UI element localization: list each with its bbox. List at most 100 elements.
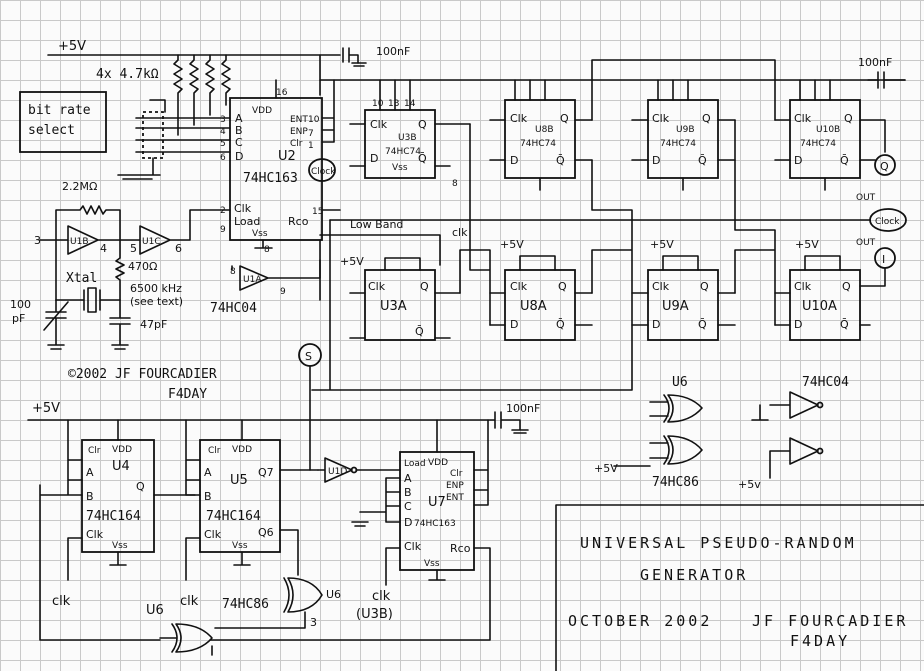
pin: 8 [230, 267, 236, 277]
clock-test-label: Clock [311, 167, 336, 177]
u7-b: B [404, 486, 412, 499]
cap-47pf-label: 47pF [140, 318, 167, 331]
u10a-d: D [794, 318, 802, 331]
u2-clr: Clr [290, 139, 303, 149]
u10a-q: Q [842, 280, 851, 293]
low-band-wire [319, 234, 441, 301]
u5-vdd: VDD [232, 445, 252, 455]
u4-wiring [39, 419, 196, 641]
u4-vss: Vss [112, 541, 128, 551]
pin: 3 [310, 616, 317, 629]
u6-label-bottom: U6 [146, 603, 164, 618]
pin: 9 [280, 287, 286, 297]
u1d-label: U1D [328, 467, 347, 477]
u2-enp: ENP [290, 127, 308, 137]
inverter-u1d [317, 457, 401, 483]
u2-load: Load [234, 215, 260, 228]
u1-legend-part: 74HC04 [802, 375, 849, 390]
q-out-text: OUT [856, 193, 876, 203]
u9a-qbar: Q̄ [698, 318, 707, 331]
pin: 8 [264, 245, 270, 255]
xor-out-wire [214, 611, 306, 629]
trim-cap[interactable] [43, 299, 69, 350]
title-line1: UNIVERSAL PSEUDO-RANDOM [580, 534, 857, 552]
clk-u7: clk [372, 589, 391, 604]
inverter-bubble [350, 466, 358, 474]
bitrate-select-box [19, 91, 107, 153]
title-block-border [555, 504, 924, 671]
u6-legend-part: 74HC86 [652, 475, 699, 490]
i-out-text: OUT [856, 238, 876, 248]
xor-gate-u6-bottom [171, 623, 213, 653]
u9b-q: Q [702, 112, 711, 125]
u10b-qbar: Q̄ [840, 154, 849, 167]
inverter-bubble [816, 447, 824, 455]
crystal[interactable] [55, 287, 121, 313]
u4-a: A [86, 466, 94, 479]
clk-u4: clk [52, 594, 71, 609]
u3b-part: 74HC74 [385, 147, 421, 157]
u5-vss: Vss [232, 541, 248, 551]
u9a-q: Q [700, 280, 709, 293]
u7-part: 74HC163 [414, 519, 456, 529]
crystal-label: Xtal [66, 271, 97, 286]
pin: 7 [308, 129, 314, 139]
u7-load: Load [404, 459, 426, 469]
u2-pin-b: B [235, 124, 243, 137]
plus5-u1: +5v [738, 478, 761, 491]
clock-test-point[interactable] [308, 158, 336, 182]
u8b-q: Q [560, 112, 569, 125]
u2-ent: ENT [290, 115, 308, 125]
u2-name: U2 [278, 149, 296, 164]
cap-top [342, 47, 359, 64]
pin: 8 [452, 179, 458, 189]
q-output-label: Q [880, 160, 889, 173]
u7-name: U7 [428, 495, 446, 510]
pullup-resistors-label: 4x 4.7kΩ [96, 67, 159, 82]
u7-wiring [209, 419, 491, 641]
xor-gate-u6 [283, 577, 323, 613]
credit-line1: ©2002 JF FOURCADIER [68, 367, 217, 382]
low-band-label: Low Band [350, 218, 403, 231]
q-output-terminal[interactable] [874, 154, 896, 176]
u9a-clk: Clk [652, 280, 670, 293]
u10b-wiring [774, 79, 886, 191]
title-author1: JF FOURCADIER [752, 612, 908, 630]
plus5-u6: +5V [594, 462, 618, 475]
cap-right-label: 100nF [858, 56, 892, 69]
u2-pin-c: C [235, 136, 243, 149]
pin: 5 [130, 242, 137, 255]
u7-rco: Rco [450, 542, 471, 555]
u10b-clk: Clk [794, 112, 812, 125]
u4-vdd: VDD [112, 445, 132, 455]
pin: 14 [404, 99, 416, 109]
feedback-resistor [55, 205, 121, 301]
switch-lines [135, 117, 231, 153]
u7-enp: ENP [446, 481, 464, 491]
chip-u3b [364, 109, 436, 179]
pin: 15 [312, 207, 323, 217]
plus5-u3a: +5V [340, 255, 364, 268]
u2-pin-a: A [235, 112, 243, 125]
u3b-clk: Clk [370, 118, 388, 131]
trim-cap-label-1: 100 [10, 298, 31, 311]
series-resistor-label: 470Ω [128, 260, 157, 273]
u5-b: B [204, 490, 212, 503]
pin: 16 [276, 88, 288, 98]
u1-legend-gates [751, 391, 819, 479]
u5-q6: Q6 [258, 526, 274, 539]
plus5-u9a: +5V [650, 238, 674, 251]
u7-clr: Clr [450, 469, 463, 479]
u7-c: C [404, 500, 412, 513]
dip-switch[interactable] [142, 111, 164, 159]
trim-cap-label-2: pF [12, 312, 25, 325]
u1b-label: U1B [70, 237, 89, 247]
u10b-q: Q [844, 112, 853, 125]
u9b-qbar: Q̄ [698, 154, 707, 167]
pin: 10 [308, 115, 320, 125]
u5-name: U5 [230, 473, 248, 488]
u2-wiring [254, 79, 341, 249]
u1c-label: U1C [142, 237, 161, 247]
pin: 6 [175, 242, 182, 255]
u9-part: 74HC74 [660, 139, 696, 149]
